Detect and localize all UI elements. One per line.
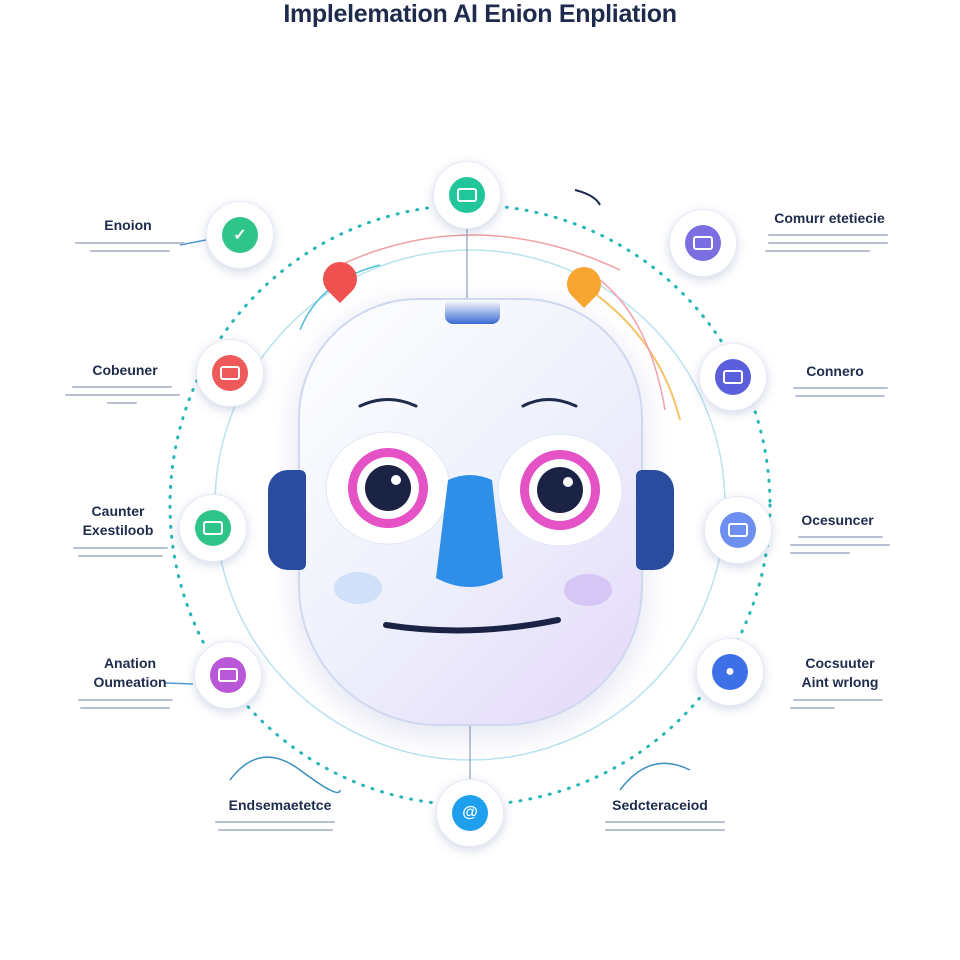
check-icon: ✓ <box>222 217 258 253</box>
screen-icon <box>693 236 713 250</box>
node-left-2[interactable] <box>196 339 264 407</box>
label-right-3: Ocesuncer <box>801 512 874 528</box>
screen-icon <box>218 668 238 682</box>
description-lines <box>210 815 340 831</box>
forehead-light <box>445 300 500 324</box>
screen-icon <box>728 523 748 537</box>
top-node[interactable] <box>433 161 501 229</box>
description-lines <box>600 815 730 831</box>
bottom-node[interactable]: @ <box>436 779 504 847</box>
right-ear <box>636 470 674 570</box>
circle-icon: ● <box>712 654 748 690</box>
message-icon <box>220 366 240 380</box>
left-ear <box>268 470 306 570</box>
screen-icon <box>723 370 743 384</box>
node-left-3[interactable] <box>179 494 247 562</box>
node-right-2[interactable] <box>699 343 767 411</box>
node-left-4[interactable] <box>194 641 262 709</box>
description-lines <box>70 236 190 252</box>
node-right-4[interactable]: ● <box>696 638 764 706</box>
description-lines <box>790 693 885 709</box>
node-right-1[interactable] <box>669 209 737 277</box>
description-lines <box>790 381 890 397</box>
description-lines <box>765 228 890 252</box>
label-left-2: Cobeuner <box>92 362 158 378</box>
description-lines <box>790 530 890 554</box>
description-lines <box>62 380 182 404</box>
label-left-1: Enoion <box>104 217 152 233</box>
swirl-icon: @ <box>452 795 488 831</box>
chat-icon <box>457 188 477 202</box>
node-right-3[interactable] <box>704 496 772 564</box>
page-title: Implelemation AI Enion Enpliation <box>283 0 677 28</box>
description-lines <box>70 541 170 557</box>
face-features <box>325 398 623 634</box>
node-left-1[interactable]: ✓ <box>206 201 274 269</box>
label-bottom-left: Endsemaetetce <box>228 797 332 813</box>
description-lines <box>75 693 175 709</box>
label-right-2: Connero <box>806 363 864 379</box>
chat-icon <box>203 521 223 535</box>
label-bottom-right: Sedcteraceiod <box>612 797 708 813</box>
label-right-1: Comurr etetiecie <box>774 210 885 226</box>
